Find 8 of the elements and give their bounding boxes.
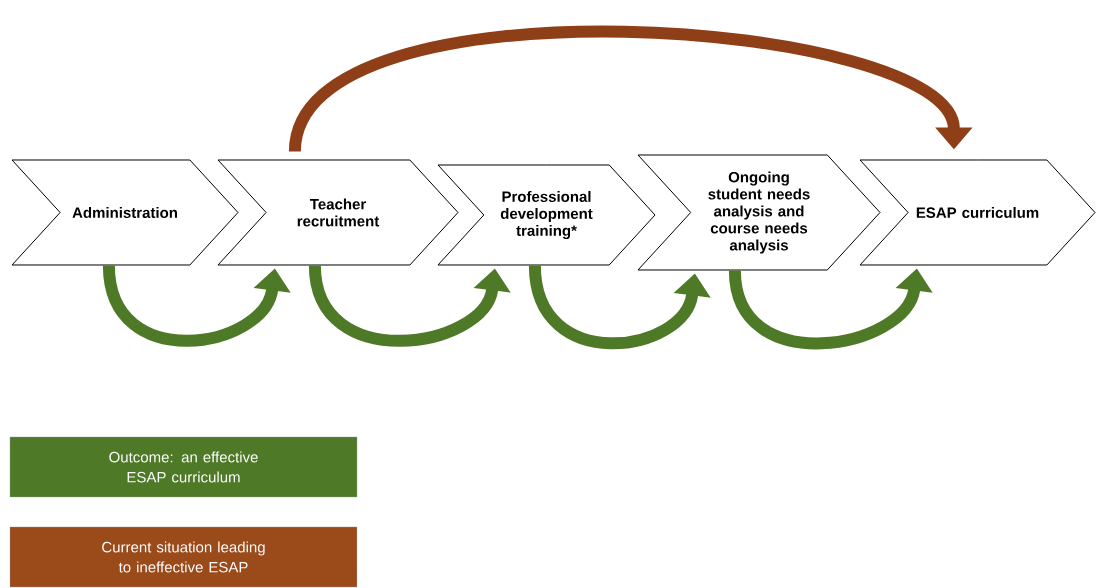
- legend-item: Current situation leading to ineffective ESAP: [9, 526, 358, 588]
- chevron-box: Teacher recruitment: [217, 159, 459, 266]
- chevron-box: Administration: [11, 159, 239, 266]
- chevron-box: Ongoing student needs analysis and course needs analysis: [637, 154, 881, 271]
- legend-item: Outcome: an effective ESAP curriculum: [9, 436, 358, 498]
- chevron-box: Professional development training*: [437, 164, 656, 266]
- curved-arrow: [289, 25, 973, 154]
- chevron-box: ESAP curriculum: [859, 159, 1096, 266]
